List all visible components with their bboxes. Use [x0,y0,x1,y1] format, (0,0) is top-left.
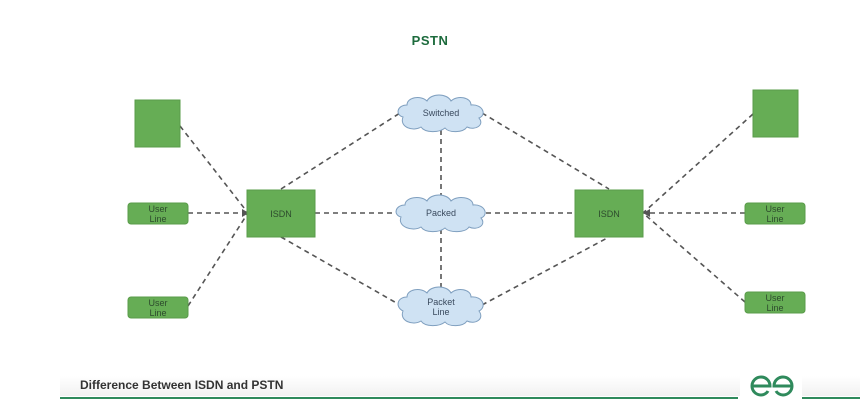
footer-caption: Difference Between ISDN and PSTN [80,378,284,392]
edge-left-userline2-isdn [187,212,249,307]
footer-bar-right [802,376,860,396]
arrow-heads [242,209,650,217]
cloud-packed-shape [395,194,486,233]
left-device-node [134,99,181,148]
right-device-node [752,89,799,138]
cloud-switched: Switched [397,94,484,133]
geeksforgeeks-logo-icon[interactable] [748,374,796,398]
left-isdn-node: ISDN [246,189,316,238]
left-user-line-1-label-1: User [148,204,167,214]
edge-right-device-isdn [642,113,754,214]
left-user-line-2-node: User Line [127,296,189,319]
footer-divider-right [802,397,860,399]
diagram-title: PSTN [411,33,449,48]
cloud-packet-line: Packet Line [397,286,484,327]
footer-bar [60,376,740,396]
right-user-line-2-node: User Line [744,291,806,314]
arrow-head-right-isdn [643,209,650,217]
left-user-line-2-label-2: Line [149,308,166,318]
edge-packetline-right-isdn [481,236,610,306]
edge-right-userline2-isdn [642,212,746,303]
arrow-head-left-isdn [242,209,249,217]
edge-switched-right-isdn [481,112,610,190]
right-user-line-1-label-1: User [765,204,784,214]
edges-layer [179,112,754,307]
cloud-packed: Packed [395,194,486,233]
left-user-line-1-node: User Line [127,202,189,225]
right-user-line-2-label-1: User [765,293,784,303]
edge-left-isdn-packetline [280,236,401,306]
footer-divider [60,397,738,399]
right-user-line-1-node: User Line [744,202,806,225]
edge-left-device-isdn [179,125,249,214]
cloud-packed-label: Packed [426,208,456,218]
cloud-packet-line-label-1: Packet [427,297,455,307]
cloud-packet-line-label-2: Line [432,307,449,317]
cloud-switched-shape [397,94,484,133]
right-isdn-node: ISDN [574,189,644,238]
left-user-line-1-label-2: Line [149,214,166,224]
right-user-line-1-label-2: Line [766,214,783,224]
left-user-line-2-label-1: User [148,298,167,308]
right-isdn-label: ISDN [598,209,620,219]
edge-left-isdn-switched [280,112,401,190]
left-isdn-label: ISDN [270,209,292,219]
cloud-packet-line-shape [397,286,484,327]
cloud-switched-label: Switched [423,108,460,118]
right-user-line-2-label-2: Line [766,303,783,313]
